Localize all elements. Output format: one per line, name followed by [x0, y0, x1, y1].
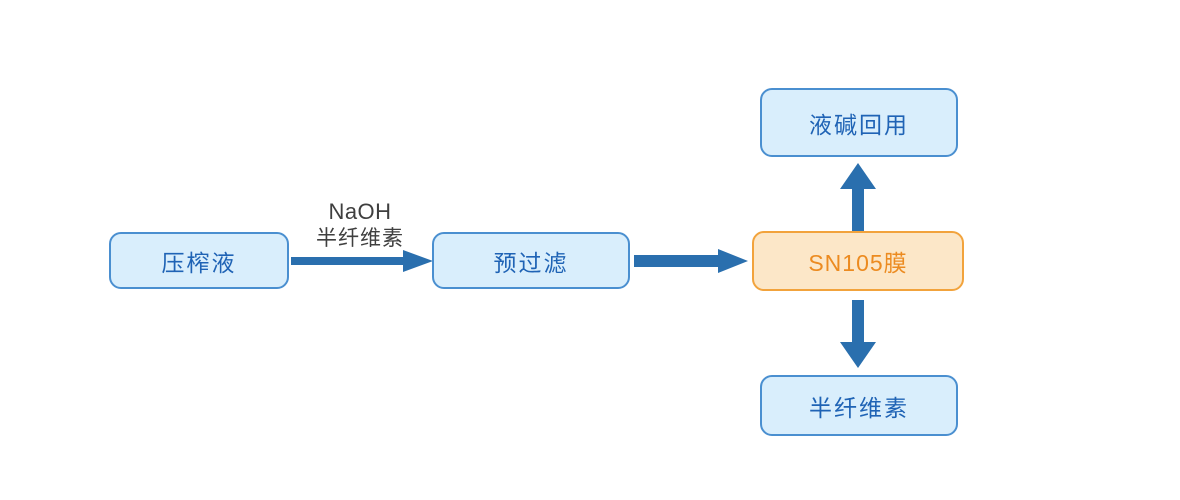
- node-alkali-reuse-label: 液碱回用: [809, 111, 909, 138]
- node-sn105-membrane-label: SN105膜: [808, 250, 908, 276]
- node-pre-filtration-label: 预过滤: [493, 249, 569, 276]
- edge-label-line2: 半纤维素: [316, 226, 404, 250]
- arrow-prefilter-to-membrane-icon: [634, 249, 748, 273]
- node-sn105-membrane[interactable]: SN105膜: [752, 231, 964, 291]
- node-pre-filtration[interactable]: 预过滤: [432, 232, 630, 289]
- node-press-liquid[interactable]: 压榨液: [109, 232, 289, 289]
- edge-label-press-to-prefilter: NaOH 半纤维素: [290, 199, 430, 251]
- node-alkali-reuse[interactable]: 液碱回用: [760, 88, 958, 157]
- node-press-liquid-label: 压榨液: [161, 249, 237, 276]
- edge-label-line1: NaOH: [328, 199, 392, 224]
- arrow-membrane-to-alkali-icon: [840, 163, 876, 231]
- node-hemicellulose-label: 半纤维素: [809, 394, 909, 421]
- arrow-membrane-to-hemicellulose-icon: [840, 300, 876, 368]
- node-hemicellulose[interactable]: 半纤维素: [760, 375, 958, 436]
- arrow-press-to-prefilter-icon: [291, 250, 433, 272]
